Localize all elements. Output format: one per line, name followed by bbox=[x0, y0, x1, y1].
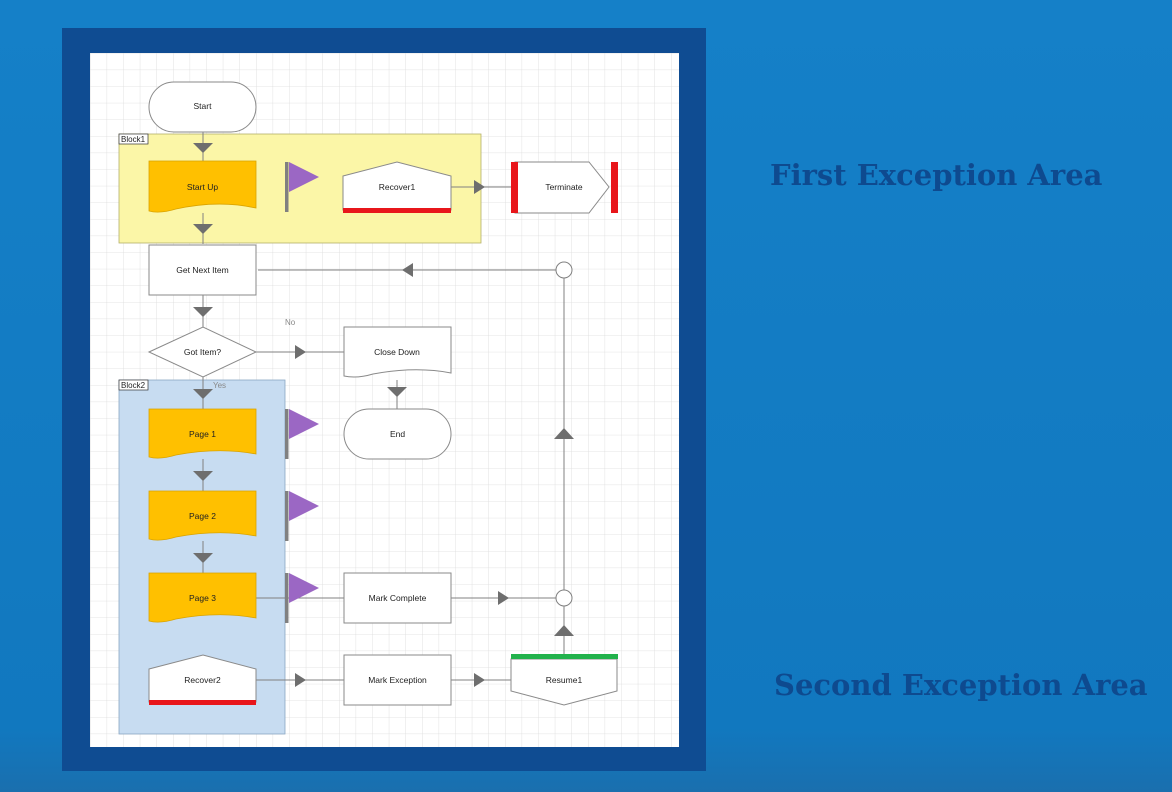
end-node[interactable]: End bbox=[343, 408, 452, 460]
get-next-item-action[interactable]: Get Next Item bbox=[148, 244, 257, 296]
recover-icon bbox=[149, 700, 256, 705]
start-up-page[interactable]: Start Up bbox=[148, 160, 257, 213]
arrowheads bbox=[193, 143, 574, 687]
exception-flag-2[interactable] bbox=[285, 409, 319, 459]
no-label: No bbox=[285, 318, 296, 327]
recover-icon bbox=[343, 208, 451, 213]
mark-exception-action[interactable]: Mark Exception bbox=[343, 654, 452, 706]
page2-label: Page 2 bbox=[189, 511, 216, 521]
flag-icon bbox=[289, 573, 319, 603]
start-node[interactable]: Start bbox=[148, 81, 257, 133]
block2-label: Block2 bbox=[121, 381, 146, 390]
get-next-item-label: Get Next Item bbox=[176, 265, 228, 275]
resume-icon bbox=[511, 654, 618, 659]
start-up-label: Start Up bbox=[187, 182, 218, 192]
flag-icon bbox=[289, 491, 319, 521]
exception-flag-3[interactable] bbox=[285, 491, 319, 541]
close-down-label: Close Down bbox=[374, 347, 420, 357]
start-label: Start bbox=[194, 101, 213, 111]
page1-label: Page 1 bbox=[189, 429, 216, 439]
resume1-label: Resume1 bbox=[546, 675, 583, 685]
junction-bottom[interactable] bbox=[555, 589, 573, 607]
mark-exception-label: Mark Exception bbox=[368, 675, 427, 685]
got-item-decision[interactable]: Got Item? bbox=[147, 326, 258, 378]
recover2-label: Recover2 bbox=[184, 675, 221, 685]
flag-icon bbox=[289, 409, 319, 439]
recover1-stage[interactable]: Recover1 bbox=[342, 161, 452, 213]
mark-complete-action[interactable]: Mark Complete bbox=[343, 572, 452, 624]
first-exception-area-caption: First Exception Area bbox=[770, 158, 1103, 192]
terminate-stage[interactable]: Terminate bbox=[511, 161, 618, 214]
recover1-label: Recover1 bbox=[379, 182, 416, 192]
flag-icon bbox=[289, 162, 319, 192]
block1-label: Block1 bbox=[121, 135, 146, 144]
close-down-page[interactable]: Close Down bbox=[343, 326, 452, 378]
exception-flag-4[interactable] bbox=[285, 573, 319, 623]
got-item-label: Got Item? bbox=[184, 347, 222, 357]
recover2-stage[interactable]: Recover2 bbox=[148, 654, 257, 705]
page1-stage[interactable]: Page 1 bbox=[148, 408, 257, 459]
mark-complete-label: Mark Complete bbox=[369, 593, 427, 603]
terminate-label: Terminate bbox=[545, 182, 583, 192]
page3-stage[interactable]: Page 3 bbox=[148, 572, 257, 623]
second-exception-area-caption: Second Exception Area bbox=[774, 668, 1148, 702]
page3-label: Page 3 bbox=[189, 593, 216, 603]
resume1-stage[interactable]: Resume1 bbox=[510, 654, 618, 706]
yes-label: Yes bbox=[213, 381, 226, 390]
end-label: End bbox=[390, 429, 405, 439]
page2-stage[interactable]: Page 2 bbox=[148, 490, 257, 541]
junction-top[interactable] bbox=[555, 261, 573, 279]
exception-flag-1[interactable] bbox=[285, 162, 319, 212]
process-diagram-canvas[interactable]: Block1 Block2 bbox=[90, 53, 679, 747]
